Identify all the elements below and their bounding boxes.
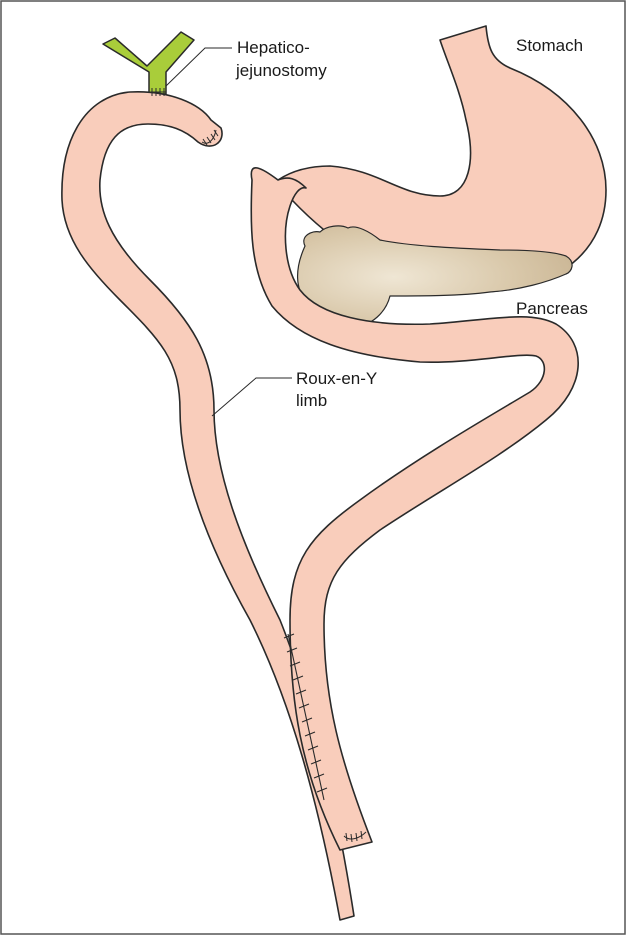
roux-label-line2: limb <box>296 391 327 410</box>
pancreas-label: Pancreas <box>516 299 588 318</box>
bile-duct <box>103 32 194 94</box>
stomach-label: Stomach <box>516 36 583 55</box>
hepatico-label-line2: jejunostomy <box>235 61 327 80</box>
roux-label-line1: Roux-en-Y <box>296 369 377 388</box>
roux-leader-line <box>212 378 292 416</box>
hepatico-label-line1: Hepatico- <box>237 38 310 57</box>
